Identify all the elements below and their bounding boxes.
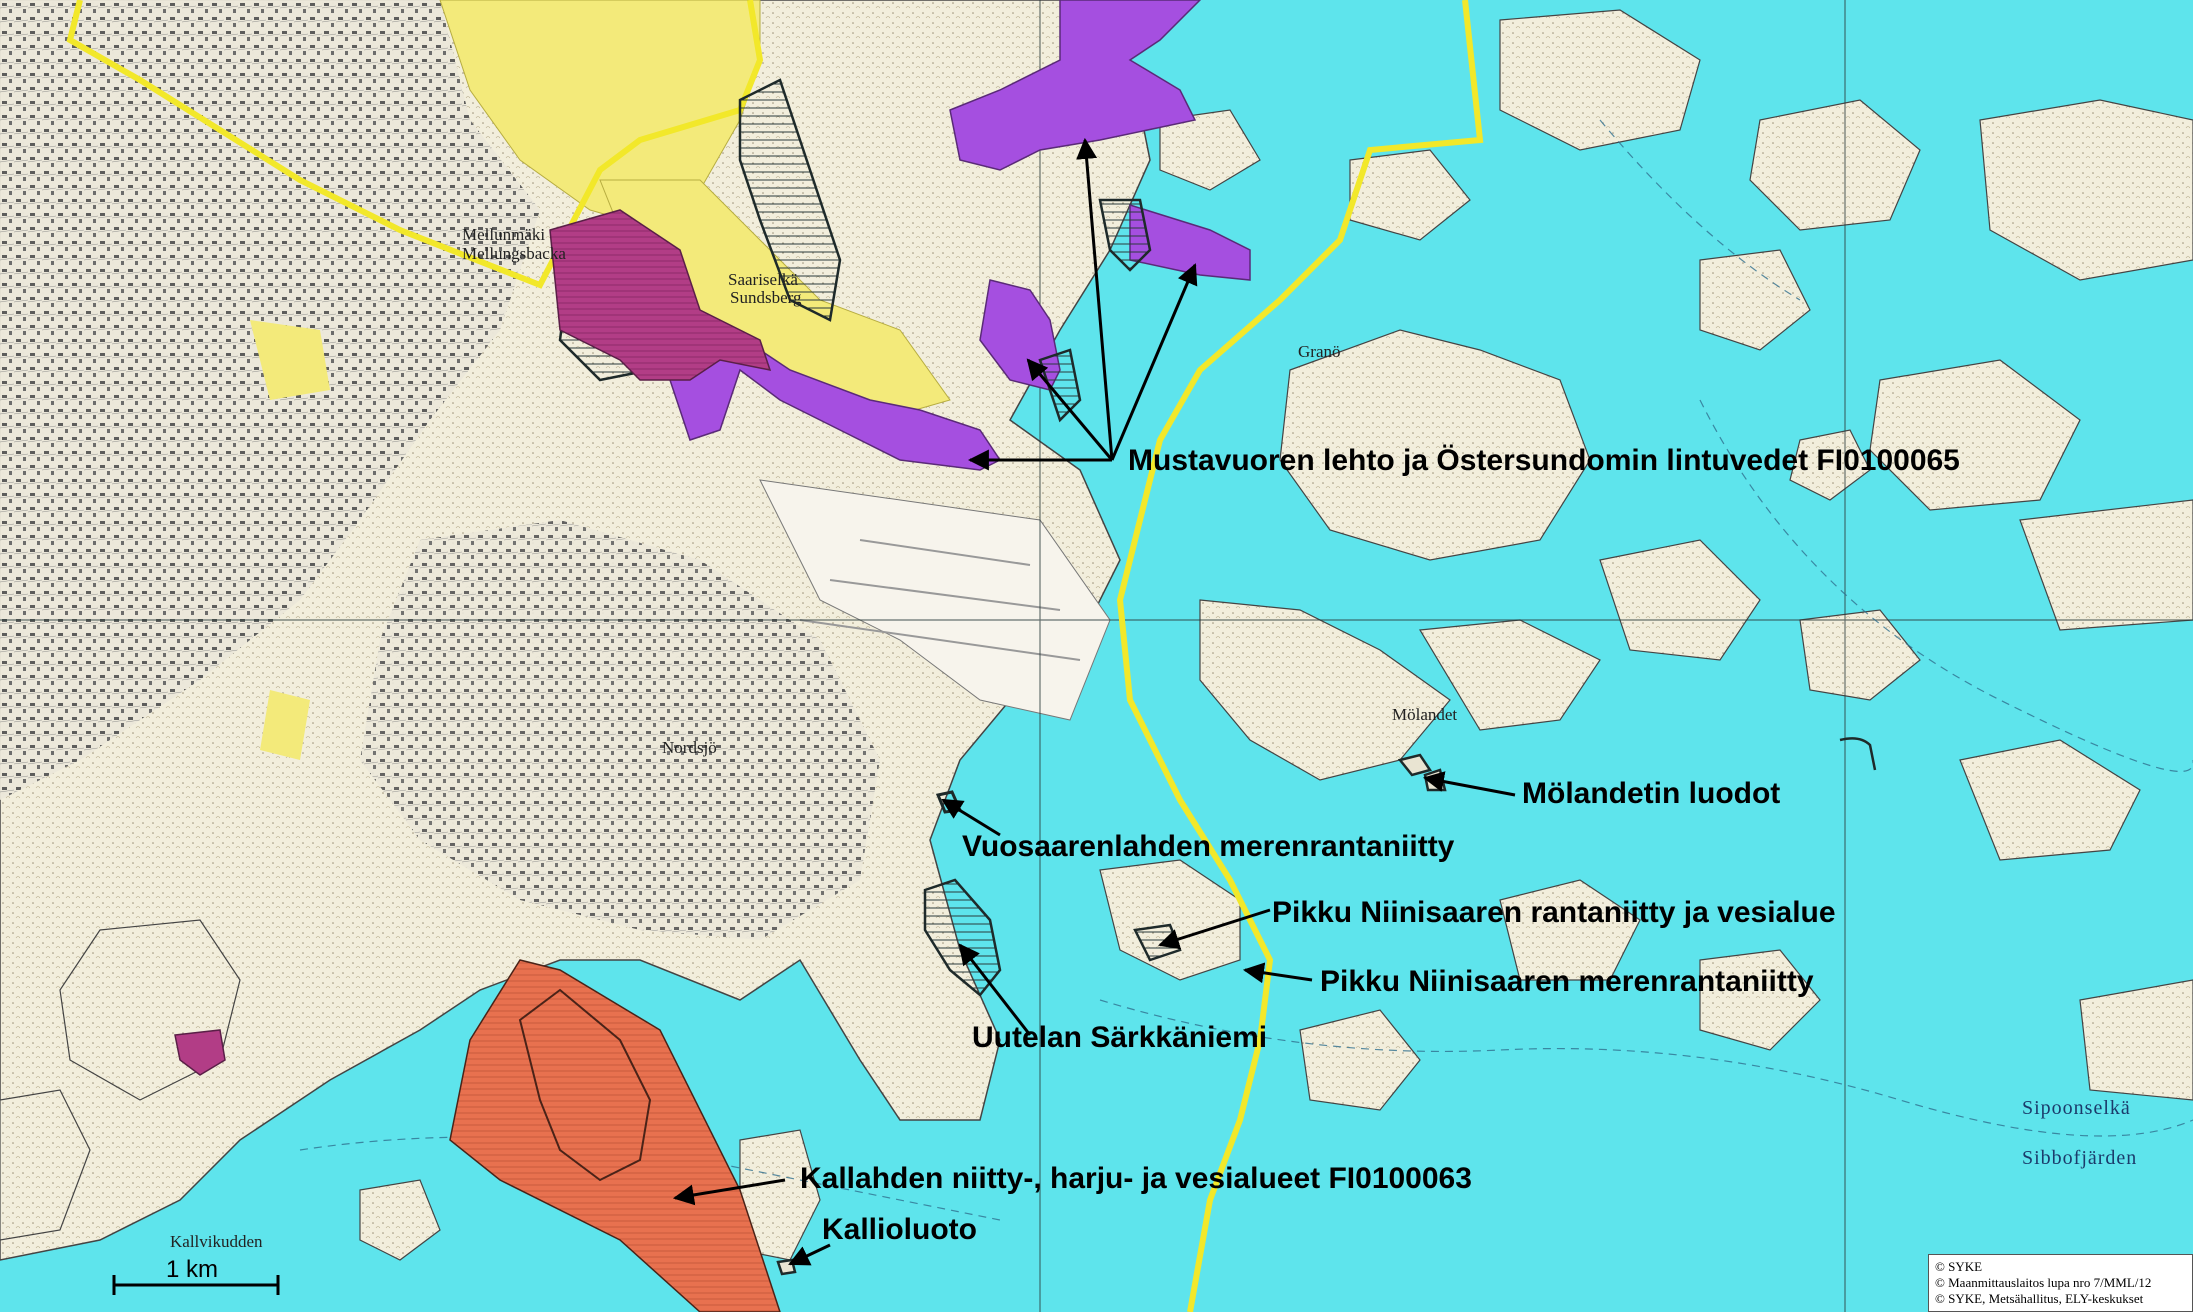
- natura-orange-area: [449, 959, 781, 1312]
- yellow-area-3: [250, 320, 330, 400]
- east-islands: [1099, 9, 2193, 1111]
- copyright-box: © SYKE © Maanmittauslaitos lupa nro 7/MM…: [1928, 1254, 2193, 1312]
- harbour: [759, 479, 1111, 721]
- label-uutela[interactable]: Uutelan Särkkäniemi: [972, 1021, 1268, 1054]
- label-niinisaari-merenrantaniitty[interactable]: Pikku Niinisaaren merenrantaniitty: [1320, 965, 1814, 998]
- copyright-line-2: © Maanmittauslaitos lupa nro 7/MML/12: [1935, 1275, 2152, 1290]
- scale-label: 1 km: [166, 1256, 219, 1283]
- place-moland: Mölandet: [1392, 705, 1458, 724]
- place-somerikko: Saariselkä: [728, 270, 798, 289]
- label-kallioluoto[interactable]: Kallioluoto: [822, 1213, 977, 1246]
- label-kallahti[interactable]: Kallahden niitty-, harju- ja vesialueet …: [800, 1162, 1472, 1195]
- place-nordsjo: Nordsjö: [662, 738, 717, 757]
- place-kallahti-sv: Kallvikudden: [170, 1232, 263, 1251]
- water-name-sibbofjarden: Sibbofjärden: [2022, 1147, 2138, 1169]
- place-granon: Granö: [1298, 342, 1341, 361]
- place-mellunmaki-sv: Mellungsbacka: [462, 244, 566, 263]
- label-mustavuori[interactable]: Mustavuoren lehto ja Östersundomin lintu…: [1128, 444, 1960, 477]
- municipal-border-sea: [1116, 0, 1484, 1312]
- label-molandet[interactable]: Mölandetin luodot: [1522, 777, 1781, 810]
- scale-bar: [112, 1275, 280, 1295]
- place-sundsberg: Sundsberg: [730, 288, 802, 307]
- kallahti-inner-outline: [518, 988, 652, 1182]
- yellow-area-4: [260, 690, 310, 760]
- label-vuosaarenlahti[interactable]: Vuosaarenlahden merenrantaniitty: [962, 830, 1455, 863]
- copyright-line-3: © SYKE, Metsähallitus, ELY-keskukset: [1935, 1291, 2144, 1306]
- label-niinisaari-rantaniitty[interactable]: Pikku Niinisaaren rantaniitty ja vesialu…: [1272, 896, 1836, 929]
- natura-magenta-area: [549, 209, 772, 381]
- natura-magenta-small: [174, 1029, 226, 1076]
- natura-violet-areas: [669, 0, 1251, 471]
- urban-area-vuosaari: [360, 520, 880, 940]
- water-name-sipoonselka: Sipoonselkä: [2022, 1097, 2131, 1119]
- place-mellunmaki-fi: Mellunmäki: [462, 225, 546, 244]
- copyright-line-1: © SYKE: [1935, 1259, 1983, 1274]
